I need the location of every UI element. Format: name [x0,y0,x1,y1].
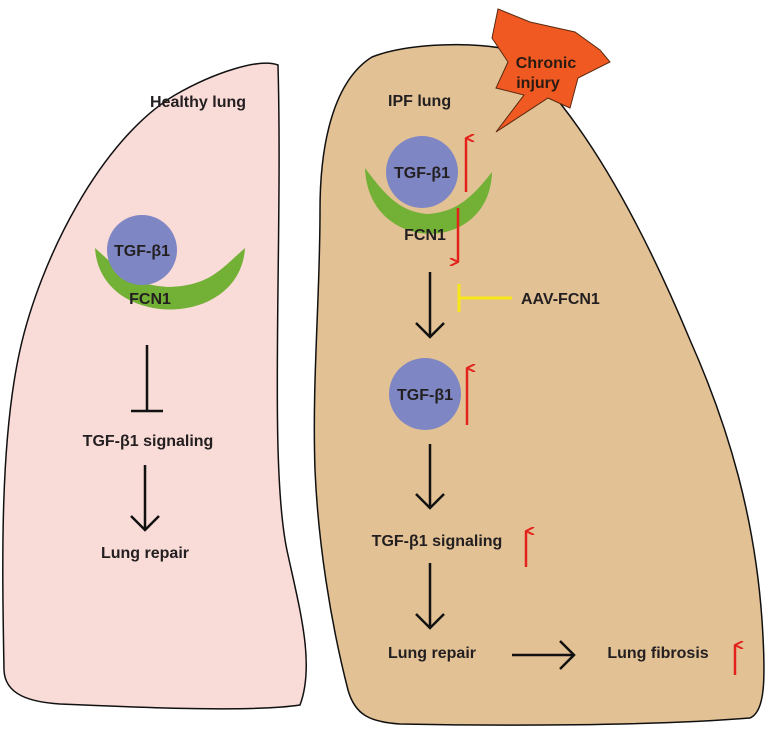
tgf-b1-circle [107,215,177,285]
t-bar-inhibition-icon [131,345,163,413]
healthy-repair-label: Lung repair [101,545,189,562]
ipf-signaling-label: TGF-β1 signaling [372,533,503,550]
ipf-lung-title: IPF lung [388,93,451,110]
healthy-lung-title: Healthy lung [150,94,246,111]
black-down-arrow-icon [415,272,445,339]
black-down-arrow-icon [415,444,445,510]
healthy-tgf-label: TGF-β1 [114,243,170,260]
t-bar-inhibition-icon [457,284,512,312]
injury-label-line1: Chronic [516,55,577,72]
black-down-arrow-icon [415,563,445,630]
tgf-b1-circle [386,136,458,208]
aav-fcn1-label: AAV-FCN1 [521,291,600,308]
ipf-repair-label: Lung repair [388,645,476,662]
ipf-tgf-free-label: TGF-β1 [397,387,453,404]
ipf-fcn1-label: FCN1 [404,227,446,244]
fcn1-cup [365,168,492,234]
healthy-fcn1-label: FCN1 [129,291,171,308]
lung-fibrosis-label: Lung fibrosis [607,645,708,662]
black-right-arrow-icon [512,640,576,670]
injury-label-line2: injury [516,75,560,92]
lightning-burst-icon [491,8,611,133]
black-down-arrow-icon [130,465,160,532]
ipf-lung-shape [313,43,765,726]
healthy-lung-shape [2,62,308,710]
fcn1-cup [95,248,245,310]
ipf-tgf-complex-label: TGF-β1 [394,165,450,182]
healthy-signaling-label: TGF-β1 signaling [83,433,214,450]
tgf-b1-circle [389,358,461,430]
